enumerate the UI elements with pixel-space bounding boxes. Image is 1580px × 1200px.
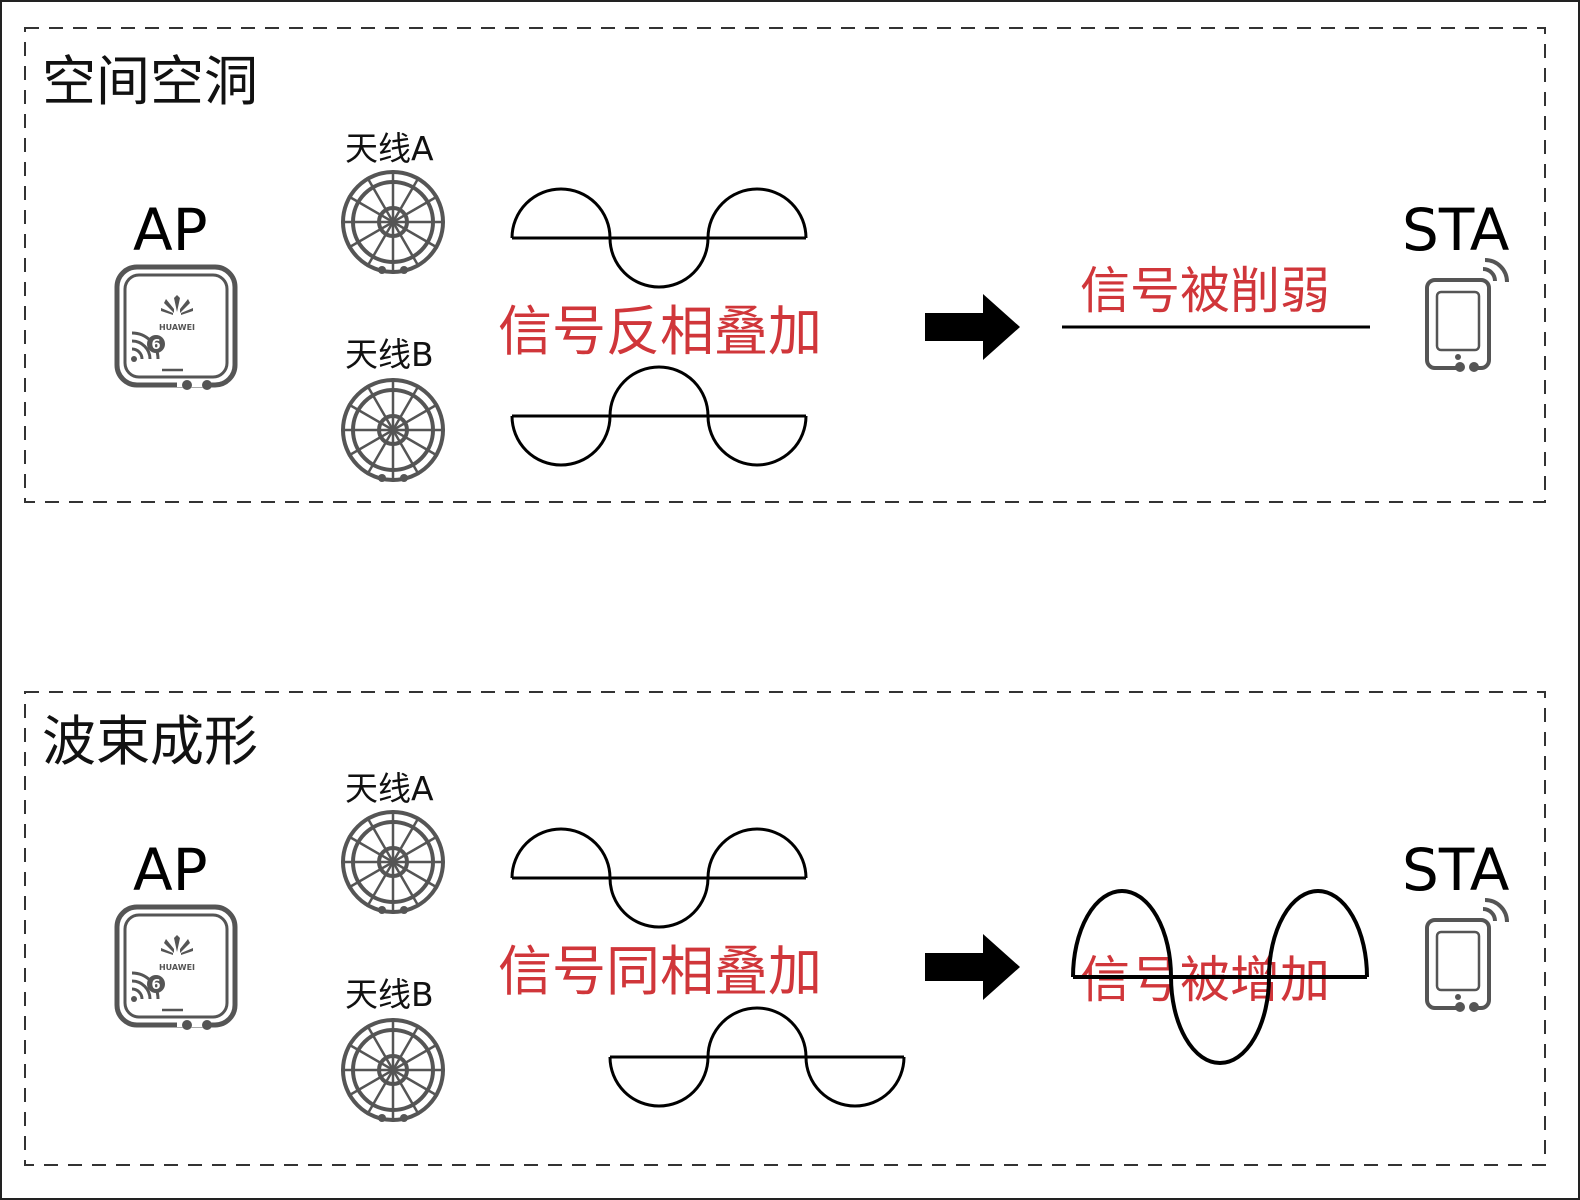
wave-antenna-b-shifted: [608, 1006, 906, 1108]
wave-antenna-a: [510, 827, 808, 929]
ap-label: AP: [133, 836, 208, 904]
ap-label: AP: [133, 196, 208, 264]
antenna-a-icon: [339, 168, 447, 276]
ap-brand-text: HUAWEI: [159, 963, 195, 972]
panel-title: 空间空洞: [42, 50, 258, 113]
panel-border: [24, 691, 1546, 1166]
station-phone-icon: [1425, 258, 1509, 374]
combine-text: 信号同相叠加: [498, 940, 822, 1003]
result-text: 信号被增加: [1080, 951, 1330, 1009]
wave-antenna-a: [510, 187, 808, 289]
ap-badge-text: 6: [151, 338, 160, 353]
result-text: 信号被削弱: [1080, 262, 1330, 320]
antenna-a-icon: [339, 808, 447, 916]
ap-brand-text: HUAWEI: [159, 323, 195, 332]
panel-beamforming: 波束成形 AP HUAWEI 6 天线A 天线B 信号同相叠加 信号被增加 ST…: [24, 691, 1546, 1166]
antenna-a-label: 天线A: [345, 129, 434, 168]
antenna-b-icon: [339, 1016, 447, 1124]
antenna-b-label: 天线B: [345, 975, 434, 1014]
station-phone-icon: [1425, 898, 1509, 1014]
sta-label: STA: [1402, 196, 1510, 264]
combine-text: 信号反相叠加: [498, 300, 822, 363]
panel-spatial-hole: 空间空洞 AP HUAWEI 6 天线A 天线B 信号反相叠加 信号被削弱 ST…: [24, 27, 1546, 503]
antenna-a-label: 天线A: [345, 769, 434, 808]
arrow-right-icon: [925, 294, 1020, 360]
antenna-b-icon: [339, 376, 447, 484]
wave-antenna-b-inverted: [510, 365, 808, 467]
sta-label: STA: [1402, 836, 1510, 904]
ap-badge-text: 6: [151, 978, 160, 993]
antenna-b-label: 天线B: [345, 335, 434, 374]
panel-border: [24, 27, 1546, 503]
amplified-wave: [1071, 889, 1369, 1065]
panel-title: 波束成形: [42, 710, 258, 773]
arrow-right-icon: [925, 934, 1020, 1000]
